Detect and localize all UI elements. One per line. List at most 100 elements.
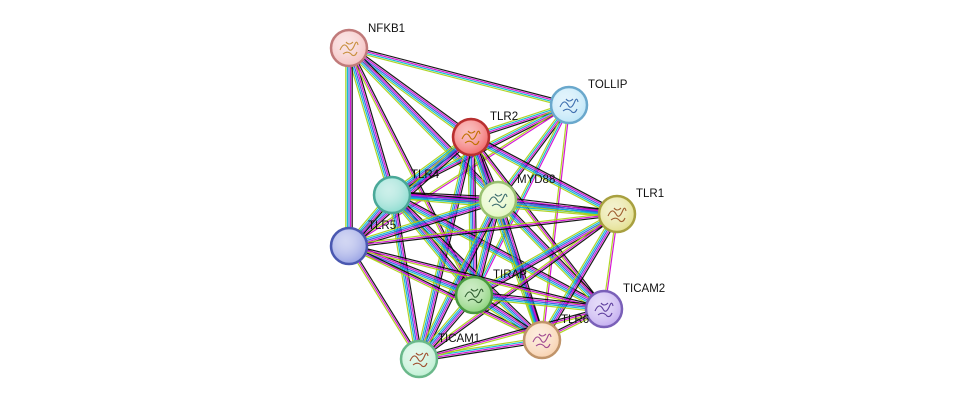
- node-label-tlr2: TLR2: [490, 111, 518, 123]
- edge-line: [349, 45, 570, 104]
- edge-ticam1-ticam2: [418, 306, 605, 362]
- edge-line: [473, 295, 604, 312]
- edge-line: [348, 47, 472, 138]
- edge-line: [348, 245, 420, 360]
- edge-line: [349, 200, 499, 249]
- edge-line: [348, 49, 569, 108]
- node-shading: [481, 183, 515, 217]
- edge-line: [415, 198, 496, 358]
- edge-line: [348, 213, 618, 247]
- node-label-myd88: MYD88: [517, 174, 555, 186]
- node-tlr6[interactable]: TLR6: [522, 314, 589, 360]
- edge-line: [348, 48, 569, 107]
- edge-tirap-ticam2: [473, 291, 605, 313]
- edge-line: [390, 197, 603, 313]
- edge-line: [348, 246, 542, 342]
- edge-line: [497, 200, 617, 217]
- node-myd88[interactable]: MYD88: [478, 174, 555, 220]
- node-shading: [454, 120, 488, 154]
- edge-line: [469, 137, 617, 216]
- edge-line: [349, 214, 618, 249]
- edge-line: [390, 195, 604, 311]
- edge-line: [470, 136, 618, 215]
- edge-line: [349, 46, 570, 105]
- edge-line: [498, 197, 618, 214]
- edge-tlr2-tlr1: [469, 133, 619, 218]
- node-label-ticam1: TICAM1: [438, 333, 480, 345]
- edge-line: [349, 243, 605, 309]
- edge-line: [497, 199, 543, 341]
- edge-line: [467, 137, 540, 342]
- edge-line: [472, 212, 617, 295]
- edge-line: [346, 49, 497, 203]
- edge-line: [472, 210, 616, 293]
- protein-structure-icon: [488, 193, 508, 209]
- edge-line: [471, 135, 619, 214]
- edge-line: [418, 308, 605, 360]
- edge-line: [349, 105, 570, 248]
- edge-line: [349, 47, 395, 195]
- node-label-tlr4: TLR4: [411, 169, 440, 181]
- edge-line: [389, 195, 419, 360]
- edge-tlr1-tlr5: [348, 211, 618, 249]
- node-label-tlr6: TLR6: [561, 314, 589, 326]
- edge-line: [538, 212, 615, 339]
- edge-line: [349, 46, 473, 137]
- edge-myd88-ticam1: [415, 198, 502, 361]
- node-label-tlr5: TLR5: [368, 220, 396, 232]
- node-label-tollip: TOLLIP: [588, 79, 628, 91]
- node-tlr2[interactable]: TLR2: [451, 111, 518, 157]
- edge-line: [349, 244, 421, 359]
- edge-nfkb1-tlr5: [345, 48, 353, 246]
- edge-tlr1-tlr6: [538, 212, 621, 342]
- edge-line: [472, 133, 619, 212]
- edge-line: [391, 194, 543, 341]
- protein-structure-icon: [559, 98, 579, 114]
- edge-line: [350, 44, 474, 135]
- node-ticam2[interactable]: TICAM2: [584, 283, 665, 329]
- edge-line: [417, 212, 617, 359]
- node-tirap[interactable]: TIRAP: [454, 269, 527, 315]
- edge-nfkb1-tlr2: [346, 44, 474, 141]
- protein-structure-icon: [594, 302, 614, 318]
- node-shading: [525, 323, 559, 357]
- edge-line: [419, 309, 605, 362]
- protein-structure-icon: [607, 207, 627, 223]
- node-nfkb1[interactable]: NFKB1: [329, 23, 405, 68]
- edge-line: [348, 47, 393, 196]
- node-shading: [600, 197, 634, 231]
- protein-structure-icon: [532, 333, 552, 349]
- node-tlr5[interactable]: TLR5: [329, 220, 396, 266]
- edge-line: [544, 215, 621, 342]
- edge-line: [418, 199, 499, 360]
- edge-line: [345, 48, 390, 197]
- edge-nfkb1-tollip: [348, 45, 570, 108]
- node-label-ticam2: TICAM2: [623, 283, 665, 295]
- edge-tlr5-ticam1: [347, 244, 421, 361]
- node-shading: [332, 229, 366, 263]
- edge-line: [473, 136, 478, 295]
- protein-structure-icon: [464, 288, 484, 304]
- edge-line: [497, 199, 618, 215]
- edge-line: [471, 136, 477, 295]
- edge-line: [474, 292, 605, 309]
- edge-line: [419, 340, 543, 361]
- edge-line: [540, 212, 617, 340]
- node-label-tlr1: TLR1: [636, 188, 664, 200]
- node-tollip[interactable]: TOLLIP: [549, 79, 628, 125]
- node-tlr1[interactable]: TLR1: [597, 188, 664, 234]
- edge-line: [347, 48, 471, 139]
- edge-line: [392, 194, 422, 359]
- node-tlr4[interactable]: TLR4: [372, 169, 440, 215]
- node-shading: [587, 292, 621, 326]
- node-label-nfkb1: NFKB1: [368, 23, 405, 35]
- edge-line: [419, 200, 500, 360]
- edge-line: [348, 199, 499, 247]
- edge-line: [348, 245, 543, 341]
- node-shading: [402, 342, 436, 376]
- protein-structure-icon: [339, 41, 359, 57]
- node-ticam1[interactable]: TICAM1: [399, 333, 480, 379]
- edge-line: [474, 291, 605, 307]
